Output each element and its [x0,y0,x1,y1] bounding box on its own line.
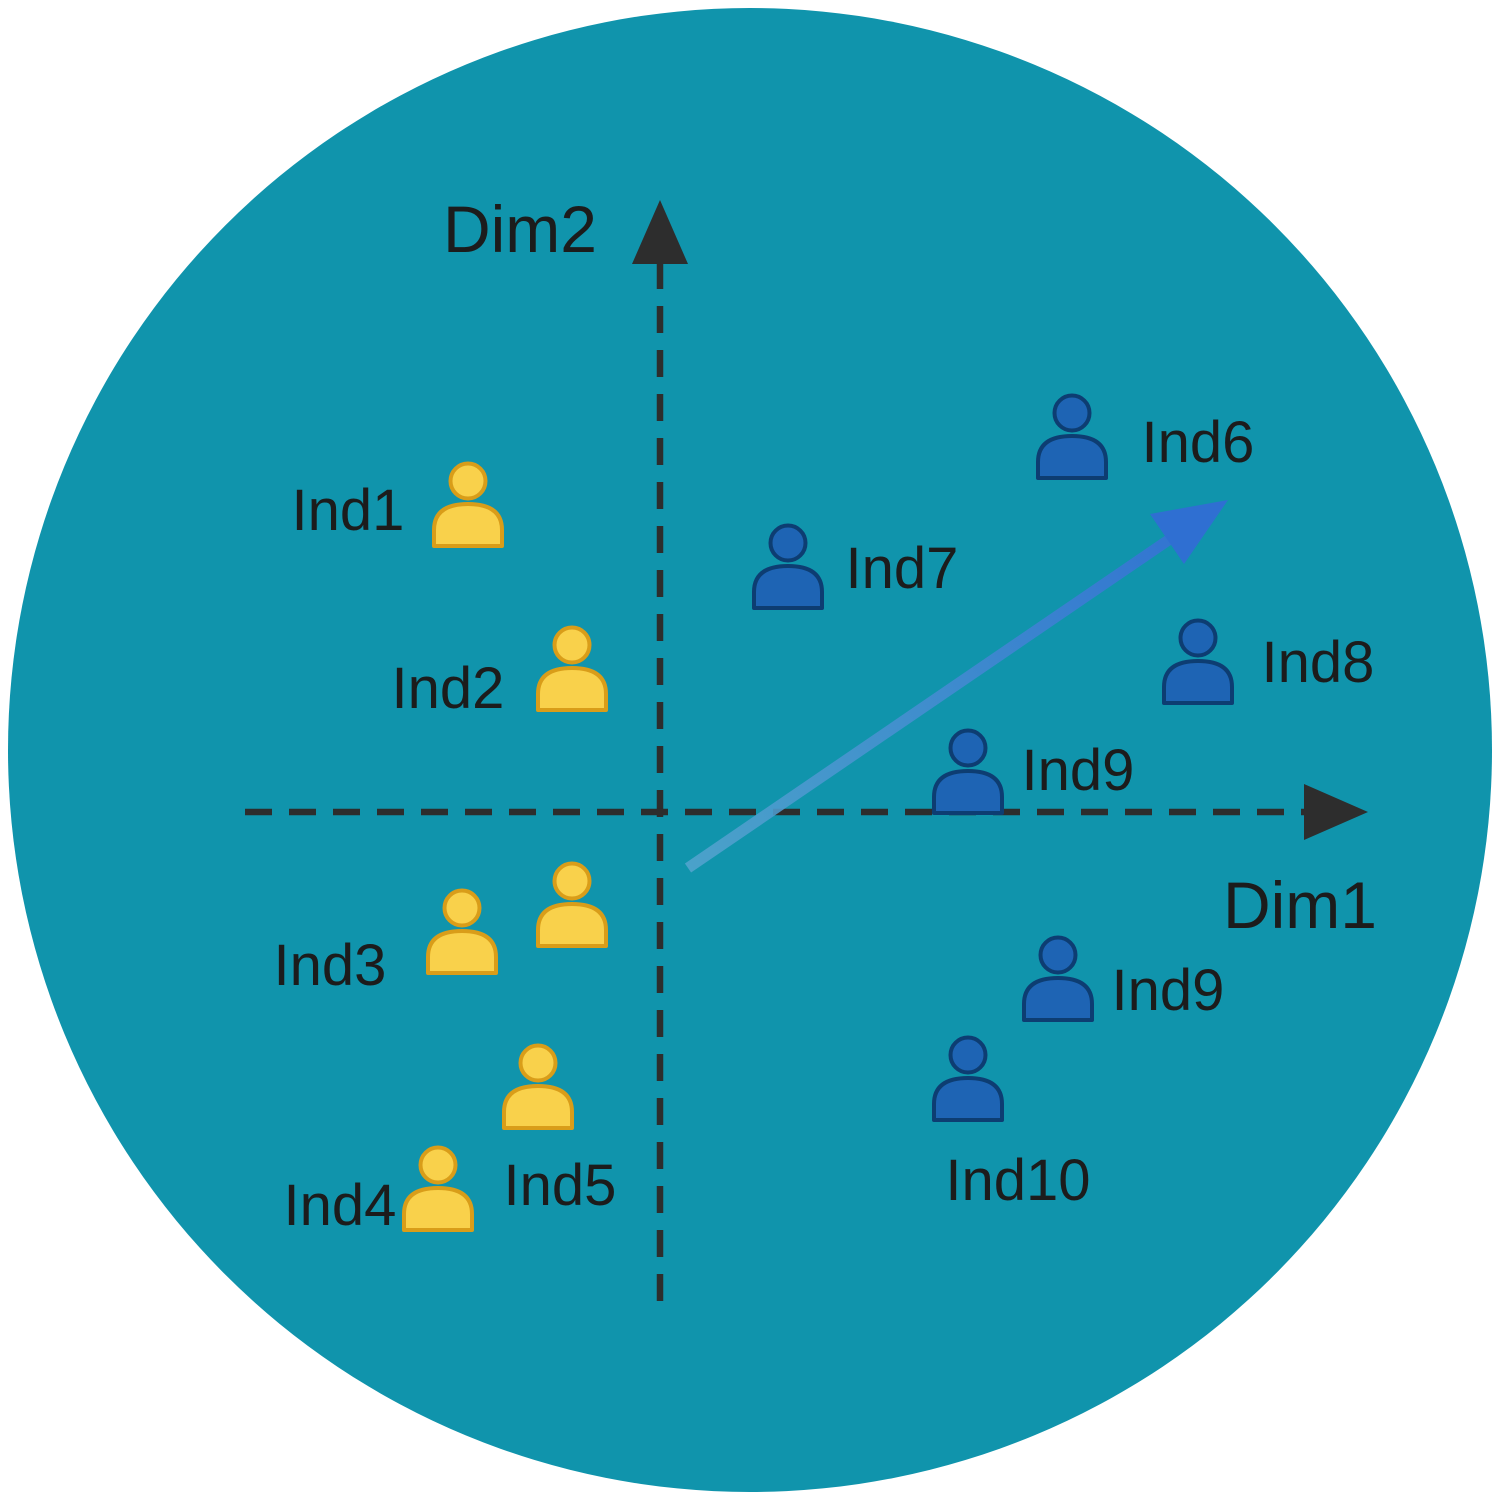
projection-arrow-head [1150,500,1228,564]
person-icon-ind9a [932,728,1004,815]
individual-ind5: Ind5 [502,1043,617,1218]
individual-ind9b: Ind9 [1022,935,1225,1023]
individual-label-ind7: Ind7 [846,536,959,601]
person-icon-ind4 [402,1145,474,1232]
person-icon-ind10 [932,1035,1004,1122]
projection-arrow-shaft [684,534,1174,873]
person-icon-ind2 [536,625,608,712]
individual-label-ind4: Ind4 [284,1173,397,1238]
individual-ind10: Ind10 [932,1035,1091,1213]
person-icon-ind1 [432,461,504,548]
dim1-axis-label: Dim1 [1223,868,1377,942]
individual-ind2: Ind2 [392,625,608,721]
person-icon-ind3-2 [536,861,608,948]
dim2-axis-label: Dim2 [443,192,597,266]
person-icon-ind6 [1036,393,1108,480]
individual-ind3: Ind3 [274,861,608,998]
individual-label-ind3: Ind3 [274,933,387,998]
individual-label-ind8: Ind8 [1262,630,1375,695]
person-icon-ind9b [1022,935,1094,1022]
person-icon-ind5 [502,1043,574,1130]
individual-ind6: Ind6 [1036,393,1255,480]
individual-ind4: Ind4 [284,1145,474,1238]
person-icon-ind3-1 [426,888,498,975]
individual-label-ind6: Ind6 [1142,410,1255,475]
individual-ind7: Ind7 [752,523,959,610]
dim2-axis-arrowhead-icon [632,200,688,264]
individual-ind1: Ind1 [292,461,504,548]
person-icon-ind8 [1162,618,1234,705]
person-icon-ind7 [752,523,824,610]
individual-label-ind9b: Ind9 [1112,958,1225,1023]
dim2-axis [632,200,688,1302]
background-circle [8,8,1492,1492]
individual-label-ind9a: Ind9 [1022,738,1135,803]
individual-label-ind1: Ind1 [292,478,405,543]
individual-ind9a: Ind9 [932,728,1135,815]
projection-arrow-icon [684,500,1228,873]
individual-ind8: Ind8 [1162,618,1375,705]
individual-label-ind5: Ind5 [504,1153,617,1218]
individual-label-ind2: Ind2 [392,656,505,721]
individual-label-ind10: Ind10 [945,1148,1090,1213]
dim1-axis-arrowhead-icon [1304,784,1368,840]
